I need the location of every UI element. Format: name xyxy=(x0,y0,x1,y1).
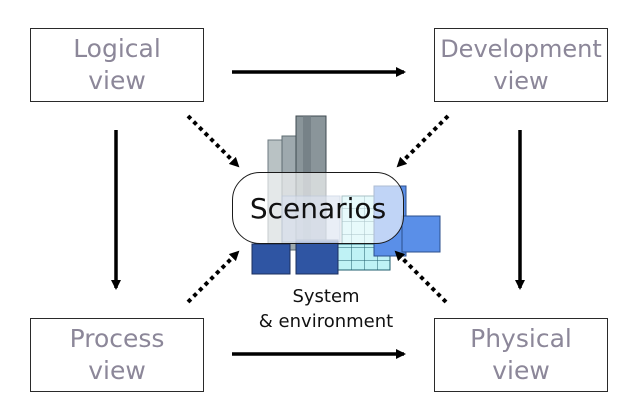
system-caption-line1: System xyxy=(292,286,360,307)
dotted-arrow-logical-to-scenarios xyxy=(186,114,240,168)
system-caption-line2: & environment xyxy=(258,311,394,332)
development-view-label-line2: view xyxy=(493,67,549,95)
physical-view-box: Physical view xyxy=(434,318,608,392)
process-view-label-line1: Process xyxy=(69,324,165,353)
development-view-label-line1: Development xyxy=(440,35,602,63)
logical-view-label-line2: view xyxy=(88,66,146,95)
dotted-arrow-development-to-scenarios xyxy=(396,114,450,168)
process-view-label-line2: view xyxy=(88,356,146,385)
dotted-arrow-physical-to-scenarios xyxy=(394,250,448,304)
logical-view-label-line1: Logical xyxy=(73,34,161,63)
development-view-box: Development view xyxy=(434,28,608,102)
scenarios-node: Scenarios xyxy=(232,172,404,244)
dotted-arrow-process-to-scenarios xyxy=(186,250,240,304)
logical-view-box: Logical view xyxy=(30,28,204,102)
physical-view-label-line1: Physical xyxy=(470,324,572,353)
physical-view-label-line2: view xyxy=(492,356,550,385)
system-environment-caption: System & environment xyxy=(236,284,416,334)
scenarios-label: Scenarios xyxy=(249,191,387,225)
process-view-box: Process view xyxy=(30,318,204,392)
